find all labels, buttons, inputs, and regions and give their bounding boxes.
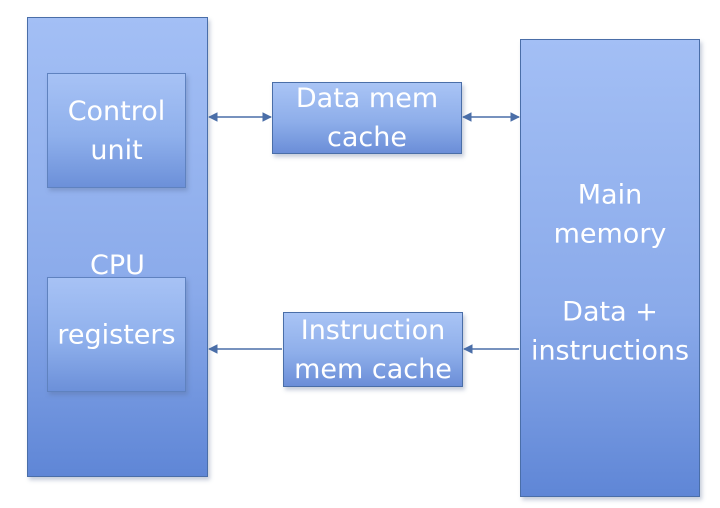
registers-label: registers <box>57 319 176 350</box>
instruction-cache-label-line-1: Instruction <box>300 314 446 346</box>
data-cache-label-line-1: Data mem <box>295 83 439 114</box>
instruction-cache-label-line-2: mem cache <box>294 353 452 385</box>
control-unit-box: Control unit <box>47 73 186 188</box>
cpu-label: CPU <box>90 250 145 281</box>
main-memory-line-3: Data + <box>562 296 658 328</box>
main-memory-line-4: instructions <box>530 335 690 367</box>
data-mem-cache-box: Data mem cache <box>272 82 462 154</box>
control-unit-label-line-2: unit <box>90 134 143 166</box>
main-memory-box: Main memory Data + instructions <box>520 39 700 497</box>
registers-box: registers <box>47 277 186 392</box>
control-unit-label-line-1: Control <box>67 95 166 127</box>
main-memory-line-2: memory <box>553 218 667 250</box>
data-cache-label-line-2: cache <box>327 122 407 153</box>
instruction-mem-cache-box: Instruction mem cache <box>283 312 463 387</box>
main-memory-line-1: Main <box>577 179 643 211</box>
